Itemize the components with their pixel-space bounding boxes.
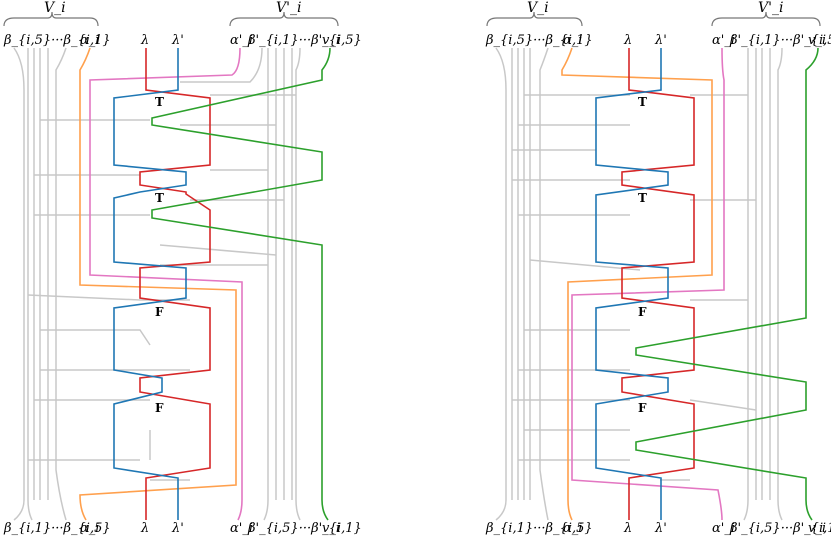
left-top-beta: β_{i,5}···β_{i,1}	[3, 33, 111, 48]
right-gadget-3: F	[638, 305, 647, 319]
left-alpha-prime-strand	[89, 47, 243, 521]
right-lambda-strand	[621, 48, 695, 520]
left-top-alpha: α_i	[80, 33, 99, 48]
left-bottom-alpha: α_i	[80, 521, 99, 536]
right-bottom-lambda: λ	[623, 521, 632, 536]
right-alpha-strand	[561, 47, 713, 521]
left-diagram: T T F F V_i V'_i β_{i,5}···β_{i,1} α_i λ…	[3, 0, 362, 536]
left-bottom-beta-prime: β'_{i,5}···β'_{i,1}	[247, 521, 362, 536]
left-gadget-2: T	[155, 191, 164, 205]
left-top-group-vi: V_i	[44, 0, 66, 16]
left-bottom-v: v_i	[322, 521, 340, 536]
left-top-lambda: λ	[140, 33, 149, 48]
left-gadget-3: F	[155, 305, 164, 319]
right-gadget-4: F	[638, 401, 647, 415]
brace-vi-left	[3, 11, 99, 27]
left-gadget-1: T	[155, 95, 164, 109]
right-gray-strands-right	[660, 47, 783, 521]
right-top-beta-prime: β'_{i,1}···β'_{i,5}	[729, 33, 831, 48]
left-gray-strands-right	[150, 47, 301, 521]
right-top-alpha-prime: α'_i	[712, 33, 735, 48]
right-top-group-vi: V_i	[527, 0, 549, 16]
right-gadget-2: T	[638, 191, 647, 205]
right-v-strand	[635, 47, 819, 521]
left-gray-strands-left	[13, 47, 151, 521]
brace-vi-right	[486, 11, 583, 27]
left-top-v: v_i	[322, 33, 340, 48]
left-bottom-lambda-prime: λ'	[171, 521, 184, 536]
right-top-lambda: λ	[623, 33, 632, 48]
left-bottom-beta: β_{i,1}···β_{i,5}	[3, 521, 111, 536]
right-top-beta: β_{i,5}···β_{i,1}	[485, 33, 593, 48]
left-top-group-vi-prime: V'_i	[276, 0, 301, 16]
left-gadget-4: F	[155, 401, 164, 415]
right-gadget-1: T	[638, 95, 647, 109]
right-diagram: T T F F V_i V'_i β_{i,5}···β_{i,1} α_i λ…	[485, 0, 831, 536]
left-top-alpha-prime: α'_i	[230, 33, 253, 48]
left-top-lambda-prime: λ'	[171, 33, 184, 48]
left-bottom-lambda: λ	[140, 521, 149, 536]
right-bottom-alpha: α_i	[563, 521, 582, 536]
right-bottom-beta-prime: β'_{i,5}···β'_{i,1}	[729, 521, 831, 536]
right-alpha-prime-strand	[571, 47, 725, 521]
left-alpha-strand	[79, 47, 237, 521]
left-top-beta-prime: β'_{i,1}···β'_{i,5}	[247, 33, 362, 48]
right-bottom-beta: β_{i,1}···β_{i,5}	[485, 521, 593, 536]
right-bottom-alpha-prime: α'_i	[712, 521, 735, 536]
left-lambda-prime-strand	[113, 48, 187, 520]
right-lambda-prime-strand	[595, 48, 669, 520]
left-lambda-strand	[139, 48, 211, 520]
brace-vi-prime-right	[711, 11, 821, 27]
left-bottom-alpha-prime: α'_i	[230, 521, 253, 536]
brace-vi-prime-left	[229, 11, 339, 27]
right-top-v: v_i	[808, 33, 826, 48]
right-top-group-vi-prime: V'_i	[758, 0, 783, 16]
left-v-strand	[151, 47, 331, 521]
right-bottom-v: v_i	[808, 521, 826, 536]
right-top-lambda-prime: λ'	[654, 33, 667, 48]
right-bottom-lambda-prime: λ'	[654, 521, 667, 536]
right-top-alpha: α_i	[563, 33, 582, 48]
